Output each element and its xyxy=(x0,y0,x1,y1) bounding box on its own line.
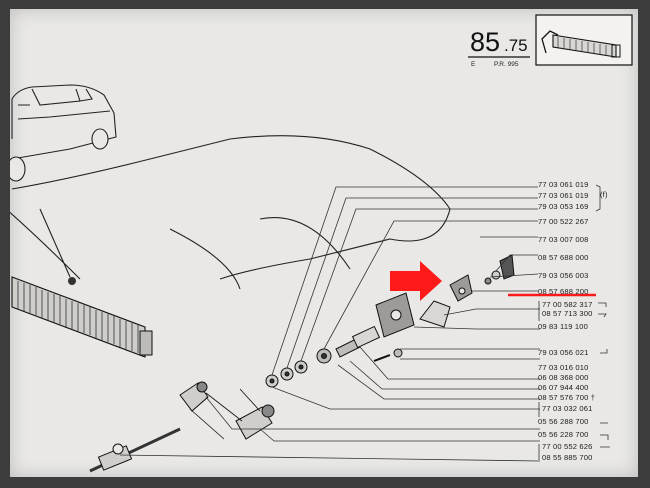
heater-core-icon xyxy=(535,14,633,66)
part-number-6: 79 03 056 003 xyxy=(538,271,589,280)
part-number-18: 05 56 228 700 xyxy=(538,430,589,439)
car-illustration xyxy=(10,84,451,290)
heater-valve-assembly xyxy=(89,381,275,473)
heater-radiator xyxy=(11,276,153,358)
page-number-main: 85 xyxy=(470,27,500,57)
red-arrow xyxy=(390,261,442,301)
part-number-14: 06 07 944 400 xyxy=(538,383,589,392)
page-number-sub: .75 xyxy=(504,36,528,55)
part-number-2: 79 03 053 169 xyxy=(538,202,589,211)
part-number-8: 77 00 582 317 xyxy=(542,300,593,309)
part-number-9: 08 57 713 300 xyxy=(542,309,593,318)
part-number-17: 05 56 288 700 xyxy=(538,417,589,426)
part-number-19: 77 00 552 626 xyxy=(542,442,593,451)
side-note: (f) xyxy=(600,190,608,199)
part-number-12: 77 03 016 010 xyxy=(538,363,589,372)
catalog-page: 85 .75 E P.R. 995 xyxy=(10,9,638,477)
part-number-list: 77 03 061 019 77 03 061 019 79 03 053 169 7… xyxy=(538,180,595,462)
leader-lines xyxy=(119,186,541,462)
part-number-4: 77 03 007 008 xyxy=(538,235,589,244)
part-number-7: 08 57 688 200 xyxy=(538,287,589,296)
part-number-3: 77 00 522 267 xyxy=(538,217,589,226)
part-number-13: 06 08 368 000 xyxy=(538,373,589,382)
part-number-15: 08 57 576 700 † xyxy=(538,393,595,402)
tap-assembly-parts xyxy=(265,254,515,388)
bracket-marks xyxy=(538,301,610,460)
part-number-1: 77 03 061 019 xyxy=(538,191,589,200)
pr-reference: P.R. 995 xyxy=(494,61,519,68)
part-number-0: 77 03 061 019 xyxy=(538,180,589,189)
parts-diagram: 85 .75 E P.R. 995 xyxy=(10,14,633,473)
part-number-16: 77 03 032 061 xyxy=(542,404,593,413)
part-number-20: 08 55 885 700 xyxy=(542,453,593,462)
part-number-5: 08 57 688 000 xyxy=(538,253,589,262)
part-number-11: 79 03 056 021 xyxy=(538,348,589,357)
edition-letter: E xyxy=(471,61,476,68)
part-number-10: 09 83 119 100 xyxy=(538,322,588,331)
